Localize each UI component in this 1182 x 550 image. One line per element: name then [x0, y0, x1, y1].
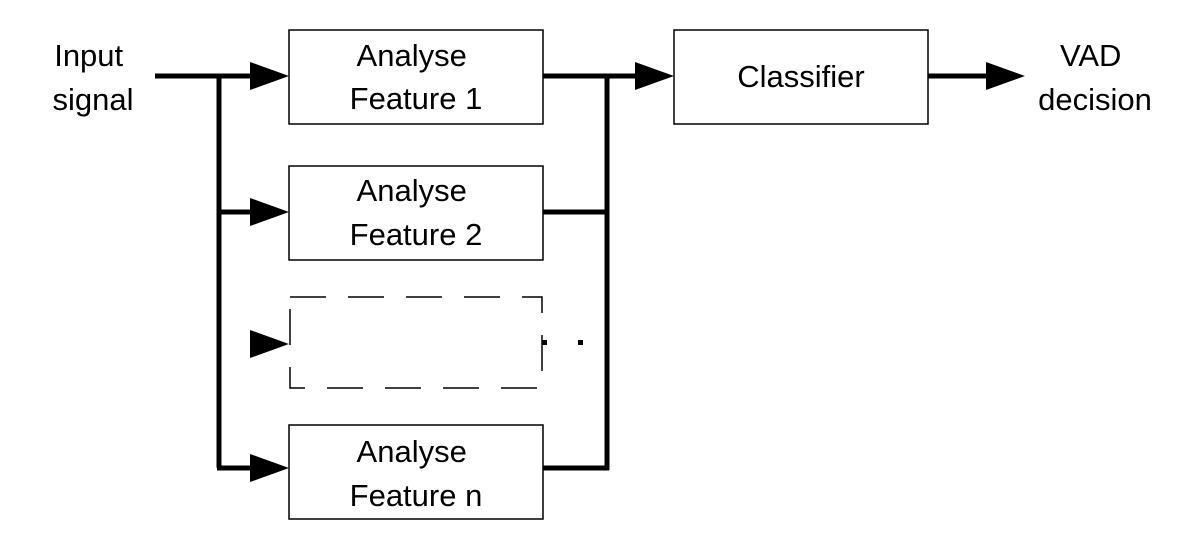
classifier-label: Classifier [737, 59, 864, 94]
feature-block-n-frame [288, 424, 544, 520]
classifier-block: Classifier [673, 29, 929, 125]
arrow-to-classifier [635, 62, 674, 90]
ellipsis-dot-1 [542, 340, 547, 345]
feature-block-n-line-2: Feature n [350, 478, 483, 513]
elided-feature-block [289, 296, 543, 389]
ellipsis-dot-2 [578, 340, 583, 345]
output-label-line-2: decision [1038, 82, 1152, 117]
arrow-to-feature-1 [250, 62, 289, 90]
feature-block-1-frame [288, 29, 544, 125]
arrow-to-ellipsis-block [250, 330, 289, 358]
feature-block-2-line-1: Analyse [357, 173, 467, 208]
arrow-to-feature-2 [250, 198, 289, 226]
feature-block-n-line-1: Analyse [357, 434, 467, 469]
arrow-to-vad-decision [986, 62, 1025, 90]
feature-block-1: Analyse Feature 1 [288, 29, 544, 125]
input-signal-label: Input signal [53, 38, 134, 117]
output-label-line-1: VAD [1060, 38, 1121, 73]
classifier-block-frame [673, 29, 929, 125]
input-label-line-2: signal [53, 82, 134, 117]
input-label-line-1: Input [54, 38, 123, 73]
arrow-to-feature-n [250, 454, 289, 482]
feature-block-1-line-2: Feature 1 [350, 81, 483, 116]
vad-decision-label: VAD decision [1038, 38, 1152, 117]
feature-block-2: Analyse Feature 2 [288, 165, 544, 261]
feature-block-2-text: Analyse Feature 2 [350, 173, 483, 252]
feature-block-2-line-2: Feature 2 [350, 217, 483, 252]
feature-block-1-line-1: Analyse [357, 38, 467, 73]
feature-block-1-text: Analyse Feature 1 [350, 38, 483, 116]
feature-block-n: Analyse Feature n [288, 424, 544, 520]
feature-block-n-text: Analyse Feature n [350, 434, 483, 513]
feature-block-2-frame [288, 165, 544, 261]
